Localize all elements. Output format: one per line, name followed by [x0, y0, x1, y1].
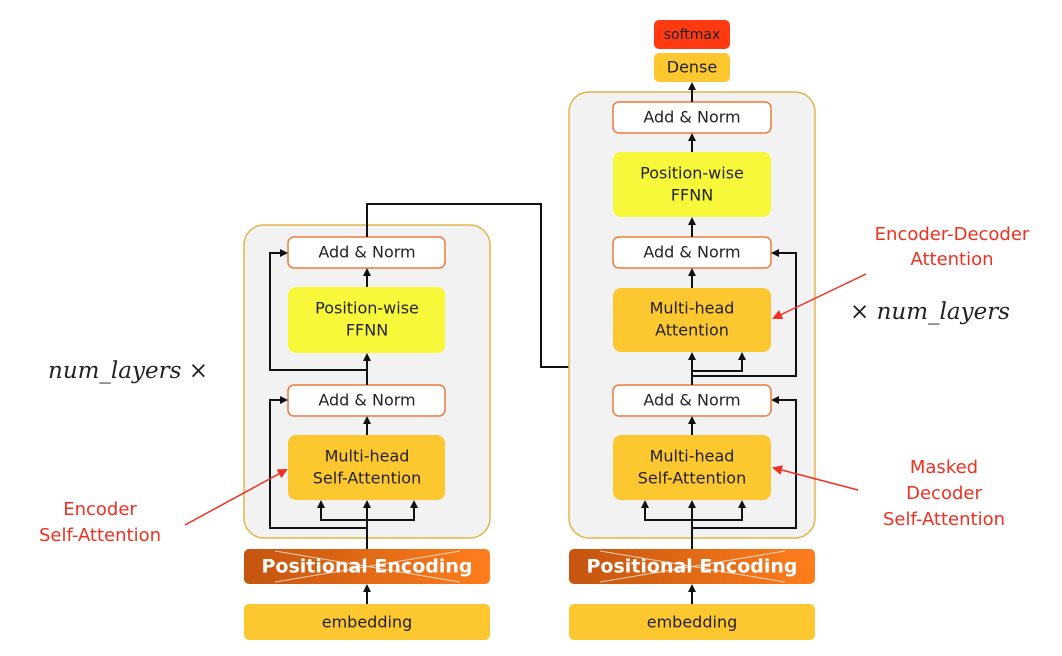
decoder-add-norm-top-label: Add & Norm: [643, 108, 740, 127]
encoder-ffnn: Position-wise FFNN: [288, 287, 445, 353]
encoder-num-layers-label: num_layers ×: [48, 358, 208, 384]
encoder-self-attention-label-1: Multi-head: [325, 447, 410, 466]
decoder-add-norm-top: Add & Norm: [612, 101, 772, 134]
decoder-add-norm-mid: Add & Norm: [612, 236, 772, 269]
annotation-text: Self-Attention: [39, 525, 161, 546]
decoder-cross-attention: Multi-head Attention: [613, 288, 771, 352]
encoder-positional-encoding: Positional Encoding: [244, 549, 490, 584]
decoder-positional-encoding-label: Positional Encoding: [587, 556, 798, 578]
decoder-cross-attention-label-2: Attention: [655, 321, 729, 340]
encoder-embedding: embedding: [244, 604, 490, 640]
encoder-add-norm-top: Add & Norm: [287, 236, 446, 269]
encoder-stack: Add & Norm Position-wise FFNN Add & Norm…: [48, 203, 645, 640]
dense-label: Dense: [667, 58, 717, 77]
decoder-add-norm-bottom-label: Add & Norm: [643, 391, 740, 410]
encoder-add-norm-top-label: Add & Norm: [318, 243, 415, 262]
decoder-num-layers-label: × num_layers: [850, 299, 1010, 325]
dense-layer: Dense: [654, 53, 730, 82]
decoder-embedding-label: embedding: [647, 613, 737, 632]
annotation-text: Encoder-Decoder: [875, 224, 1030, 245]
annotation-text: Masked: [910, 457, 978, 478]
annotation-encoder-self-attention: Encoder Self-Attention: [39, 469, 288, 546]
softmax-label: softmax: [664, 27, 721, 43]
annotation-encoder-decoder-attention: Encoder-Decoder Attention: [772, 224, 1030, 320]
softmax-layer: softmax: [654, 20, 730, 49]
decoder-add-norm-bottom: Add & Norm: [612, 384, 772, 417]
decoder-ffnn: Position-wise FFNN: [613, 152, 771, 217]
encoder-self-attention: Multi-head Self-Attention: [288, 435, 445, 500]
encoder-ffnn-label-2: FFNN: [346, 321, 388, 340]
decoder-ffnn-label-1: Position-wise: [640, 164, 744, 183]
decoder-stack: softmax Dense Add & Norm Position-wise F…: [568, 20, 1010, 640]
decoder-add-norm-mid-label: Add & Norm: [643, 243, 740, 262]
annotation-text: Self-Attention: [883, 509, 1005, 530]
encoder-embedding-label: embedding: [322, 613, 412, 632]
decoder-cross-attention-label-1: Multi-head: [650, 299, 735, 318]
decoder-self-attention-label-2: Self-Attention: [638, 469, 746, 488]
encoder-self-attention-label-2: Self-Attention: [313, 469, 421, 488]
annotation-masked-decoder-self-attention: Masked Decoder Self-Attention: [772, 457, 1005, 530]
encoder-positional-encoding-label: Positional Encoding: [262, 556, 473, 578]
decoder-self-attention-label-1: Multi-head: [650, 447, 735, 466]
decoder-arrows: [641, 82, 797, 604]
decoder-self-attention: Multi-head Self-Attention: [613, 435, 771, 500]
annotation-text: Attention: [910, 249, 993, 270]
encoder-add-norm-bottom: Add & Norm: [287, 384, 446, 417]
annotation-text: Decoder: [906, 483, 982, 504]
encoder-ffnn-label-1: Position-wise: [315, 299, 419, 318]
decoder-ffnn-label-2: FFNN: [671, 186, 713, 205]
annotation-text: Encoder: [63, 499, 137, 520]
encoder-add-norm-bottom-label: Add & Norm: [318, 391, 415, 410]
decoder-embedding: embedding: [569, 604, 815, 640]
decoder-positional-encoding: Positional Encoding: [569, 549, 815, 584]
